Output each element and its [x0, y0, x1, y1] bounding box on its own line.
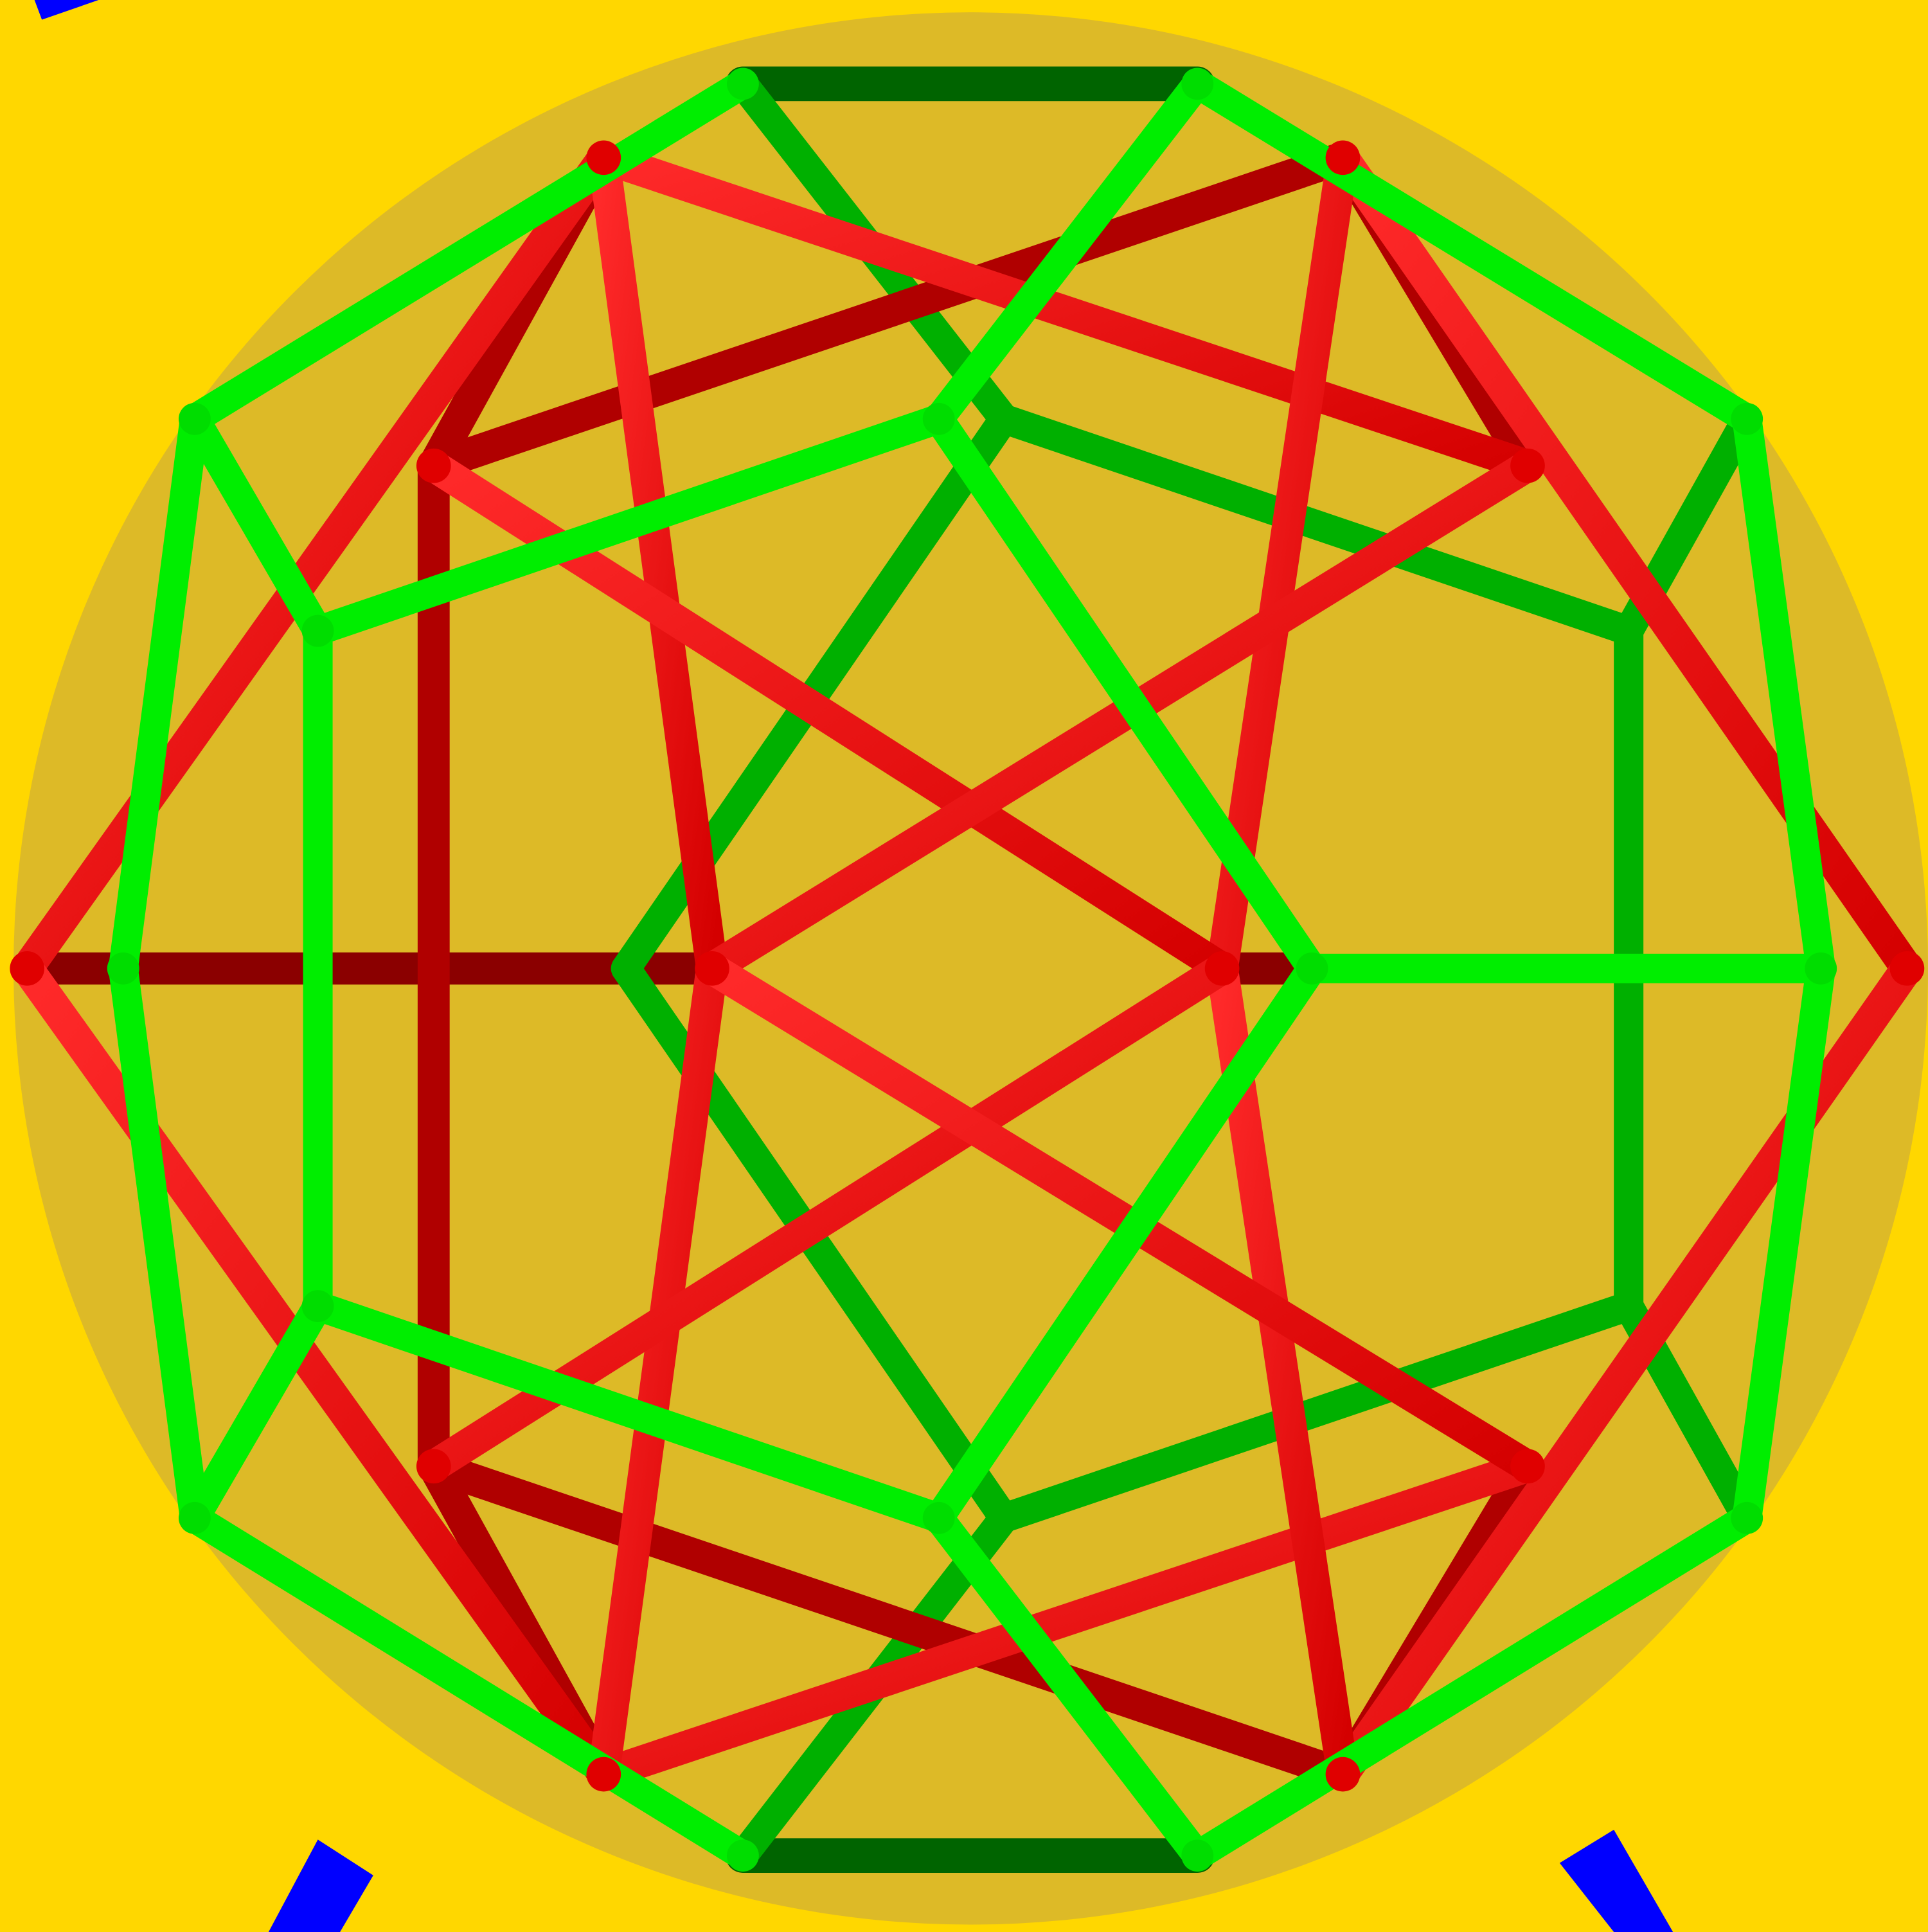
vertex-green: [1731, 403, 1763, 435]
vertex-red: [1890, 951, 1925, 986]
vertex-green: [302, 1290, 334, 1322]
vertex-green: [179, 1502, 211, 1534]
vertex-green: [107, 953, 139, 985]
vertex-red: [1510, 1449, 1545, 1484]
vertex-red: [586, 1757, 621, 1792]
vertex-green: [302, 615, 334, 647]
vertex-red: [1205, 951, 1240, 986]
vertex-red: [10, 951, 44, 986]
vertex-green: [727, 1839, 759, 1872]
vertex-red: [1326, 1757, 1361, 1792]
vertex-red: [586, 141, 621, 175]
vertex-green: [727, 67, 759, 100]
vertex-red: [1326, 141, 1361, 175]
vertex-green: [179, 403, 211, 435]
vertex-green: [1805, 953, 1837, 985]
vertex-green: [1181, 1839, 1213, 1872]
vertex-green: [923, 1502, 955, 1534]
vertex-red: [416, 1449, 451, 1484]
vertex-green: [1296, 953, 1328, 985]
vertex-red: [1510, 449, 1545, 483]
vertex-green: [1731, 1502, 1763, 1534]
vertex-green: [923, 403, 955, 435]
vertex-red: [695, 951, 729, 986]
vertex-green: [1181, 67, 1213, 100]
vertex-red: [416, 449, 451, 483]
